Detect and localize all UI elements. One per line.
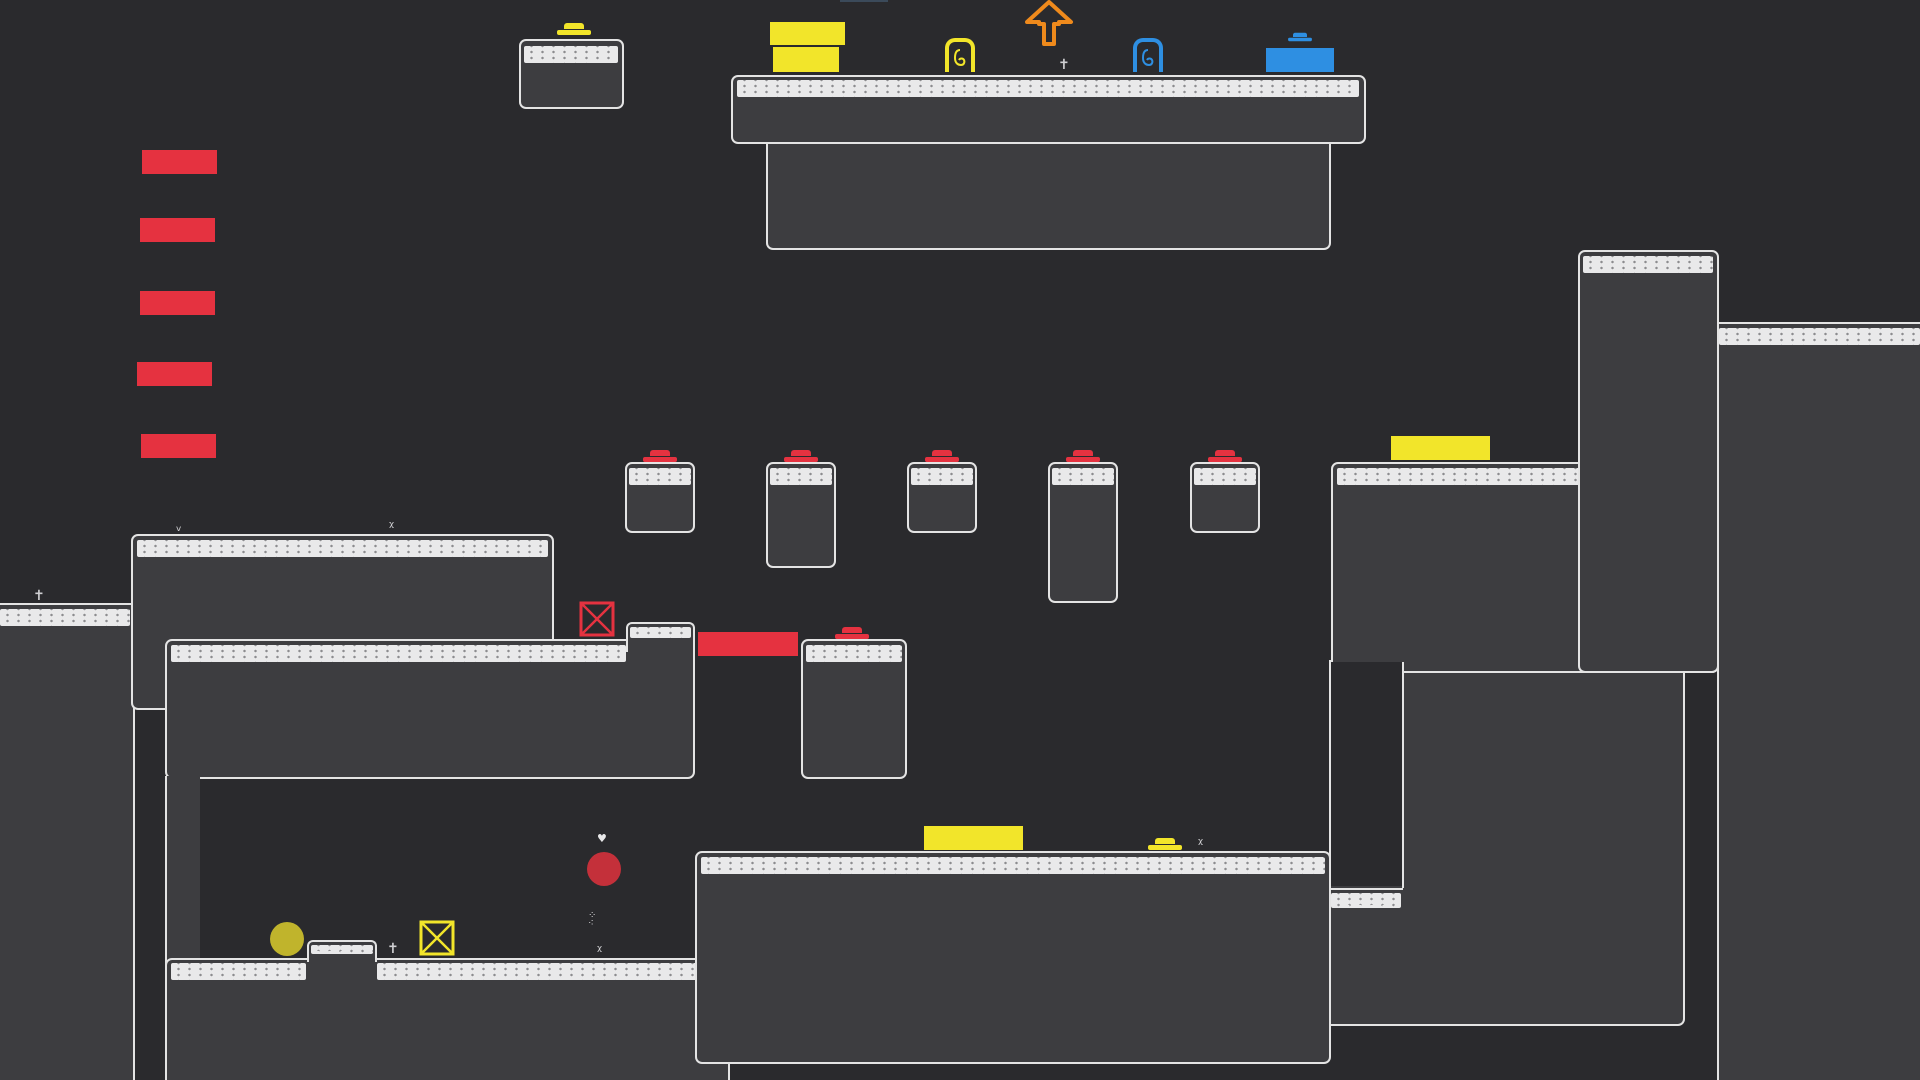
red-block-bridge — [698, 632, 798, 656]
snow-cap — [171, 645, 626, 662]
sprout-decoration: ✝ — [387, 941, 399, 957]
red-bar — [140, 291, 215, 315]
snow-cap — [0, 609, 130, 626]
grass-decoration: ᵡ — [389, 519, 395, 535]
button-base — [1288, 37, 1312, 42]
button-base — [557, 30, 591, 35]
red-button[interactable] — [643, 450, 677, 462]
red-bar — [137, 362, 212, 386]
red-crate[interactable] — [579, 601, 615, 637]
button-base — [835, 634, 869, 639]
red-button[interactable] — [784, 450, 818, 462]
platform-right-notch — [1329, 888, 1403, 1026]
button-cap — [932, 450, 952, 456]
button-base — [1148, 845, 1182, 850]
snow-cap — [770, 468, 832, 485]
snow-cap — [806, 645, 902, 662]
blue-button[interactable] — [1288, 32, 1312, 42]
yellow-button[interactable] — [557, 23, 591, 35]
button-cap — [1155, 838, 1175, 844]
platform-column — [165, 776, 200, 976]
snow-cap — [629, 468, 691, 485]
snow-cap — [1194, 468, 1256, 485]
platform-left-middle — [165, 639, 695, 779]
blue-block — [1266, 48, 1334, 72]
platform-left-ledge — [0, 603, 135, 1080]
snow-cap — [737, 80, 1359, 97]
button-cap — [1293, 32, 1307, 37]
yellow-crate[interactable] — [419, 920, 455, 956]
red-player-ball[interactable] — [587, 852, 621, 886]
yellow-block — [773, 47, 839, 72]
red-button[interactable] — [1066, 450, 1100, 462]
dust-particles: ⁘⁖ — [588, 910, 597, 929]
arrow-up-icon[interactable] — [1023, 0, 1075, 46]
red-bar — [141, 434, 216, 458]
button-base — [925, 457, 959, 462]
red-bar — [140, 218, 215, 242]
yellow-button[interactable] — [1148, 838, 1182, 850]
platform-right-edge — [1717, 322, 1920, 1080]
red-bar — [142, 150, 217, 174]
snow-cap — [1331, 893, 1401, 908]
spiral-icon — [953, 49, 966, 67]
heart-icon: ♥ — [597, 832, 607, 845]
button-cap — [650, 450, 670, 456]
snow-cap — [171, 963, 306, 980]
spiral-icon — [1141, 49, 1154, 67]
red-button[interactable] — [835, 627, 869, 639]
platform-right-lower-edge — [1402, 662, 1404, 888]
button-cap — [1215, 450, 1235, 456]
yellow-player-ball[interactable] — [270, 922, 304, 956]
platform-right-lower-cover — [1331, 662, 1403, 886]
yellow-block — [924, 826, 1023, 850]
blue-exit-door[interactable] — [1133, 38, 1163, 72]
button-base — [1066, 457, 1100, 462]
snow-cap — [701, 857, 1325, 874]
snow-cap — [137, 540, 548, 557]
snow-cap — [311, 945, 373, 954]
snow-cap — [377, 963, 724, 980]
platform-right-tower — [1578, 250, 1719, 673]
yellow-exit-door[interactable] — [945, 38, 975, 72]
snow-cap — [524, 46, 618, 63]
sprout-decoration: ✝ — [33, 588, 45, 604]
snow-cap — [1583, 256, 1713, 273]
button-base — [643, 457, 677, 462]
red-button[interactable] — [1208, 450, 1242, 462]
platform-bottom-center — [695, 851, 1331, 1064]
button-cap — [842, 627, 862, 633]
button-base — [784, 457, 818, 462]
snow-cap — [630, 627, 691, 638]
button-cap — [1073, 450, 1093, 456]
snow-cap — [1337, 468, 1580, 485]
grass-decoration: ᵥ — [176, 519, 182, 535]
button-base — [1208, 457, 1242, 462]
top-edge-marker — [840, 0, 888, 2]
platform-pillar-center — [801, 639, 907, 779]
button-cap — [564, 23, 584, 29]
grass-decoration: ᵡ — [1198, 836, 1204, 852]
sprout-decoration: ✝ — [1058, 57, 1070, 73]
snow-cap — [911, 468, 973, 485]
grass-decoration: ᵡ — [597, 943, 603, 959]
button-cap — [791, 450, 811, 456]
snow-cap — [1719, 328, 1920, 345]
red-button[interactable] — [925, 450, 959, 462]
yellow-block — [1391, 436, 1490, 460]
pillar-4 — [1048, 462, 1118, 603]
snow-cap — [1052, 468, 1114, 485]
yellow-gate-top — [770, 22, 845, 45]
